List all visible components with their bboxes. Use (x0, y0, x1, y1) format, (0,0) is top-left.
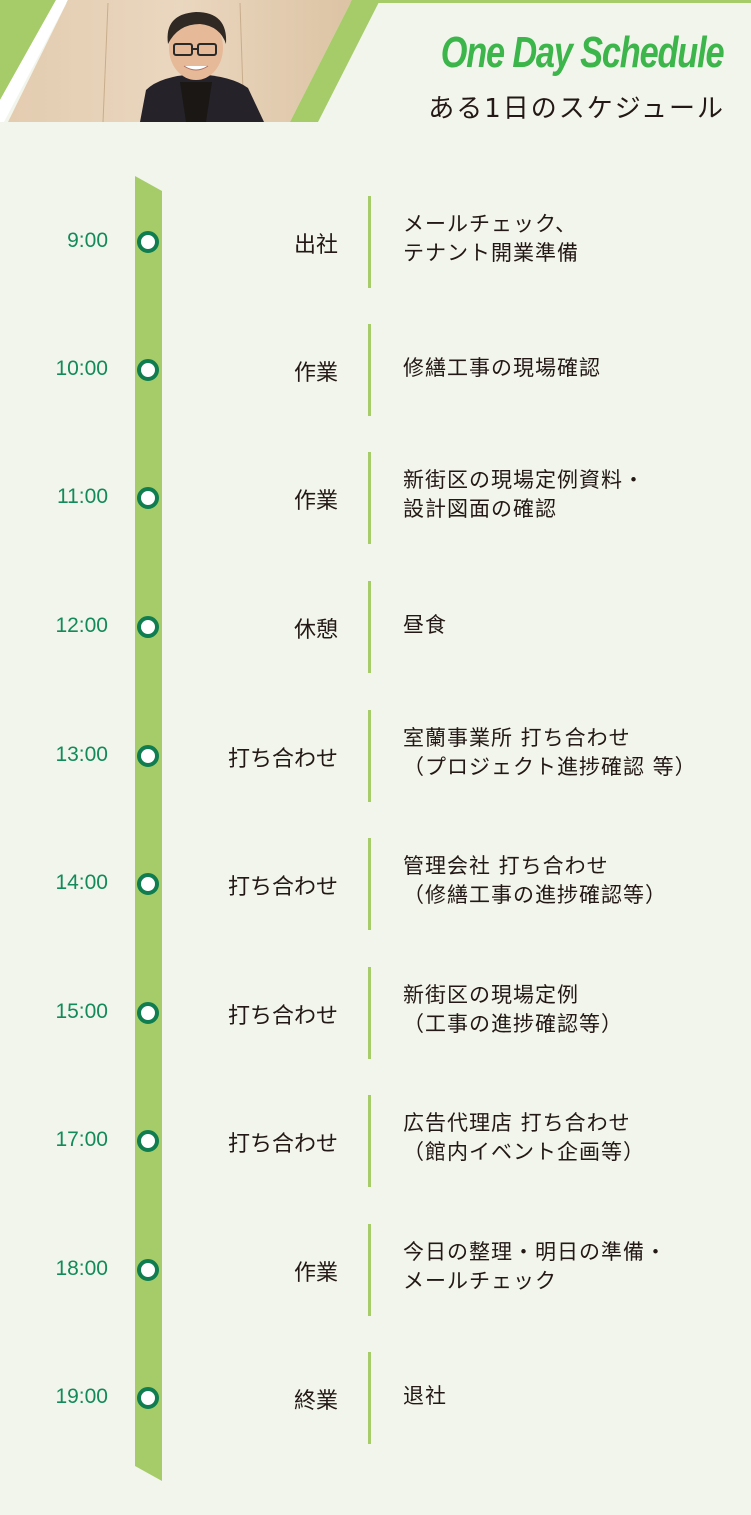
category-label: 出社 (293, 233, 338, 258)
divider (368, 967, 371, 1059)
description-line-2: テナント開業準備 (403, 241, 579, 265)
title-english: One Day Schedule (440, 28, 724, 77)
time-label: 17:00 (55, 1128, 108, 1151)
category-label: 打ち合わせ (227, 875, 338, 900)
divider (368, 324, 371, 416)
description-line-1: 新街区の現場定例資料・ (403, 468, 645, 492)
category-label: 作業 (293, 489, 338, 514)
time-label: 18:00 (55, 1257, 108, 1280)
timeline-dot-icon (137, 873, 159, 895)
divider (368, 196, 371, 288)
description: 広告代理店 打ち合わせ （館内イベント企画等） (403, 1109, 645, 1167)
category-label: 休憩 (293, 618, 338, 643)
description-line-2: 設計図面の確認 (403, 497, 557, 521)
description-line-1: 管理会社 打ち合わせ (403, 854, 609, 878)
description: 新街区の現場定例資料・ 設計図面の確認 (403, 466, 645, 524)
timeline-dot-icon (137, 487, 159, 509)
description-line-2: （工事の進捗確認等） (403, 1012, 623, 1036)
divider (368, 1224, 371, 1316)
timeline-dot-icon (137, 745, 159, 767)
time-label: 19:00 (55, 1385, 108, 1408)
time-label: 12:00 (55, 614, 108, 637)
category-label: 終業 (293, 1389, 338, 1414)
timeline-dot-icon (137, 359, 159, 381)
description: 新街区の現場定例 （工事の進捗確認等） (403, 981, 623, 1039)
person-photo (140, 12, 264, 122)
category-label: 作業 (293, 361, 338, 386)
divider (368, 1352, 371, 1444)
divider (368, 1095, 371, 1187)
category-label: 打ち合わせ (227, 747, 338, 772)
description-line-1: メールチェック、 (403, 212, 578, 236)
timeline-dot-icon (137, 616, 159, 638)
description-line-1: 退社 (403, 1384, 447, 1408)
description-line-1: 修繕工事の現場確認 (403, 356, 601, 380)
description: 昼食 (403, 611, 447, 640)
description-line-2: （修繕工事の進捗確認等） (403, 883, 667, 907)
time-label: 13:00 (55, 743, 108, 766)
timeline-dot-icon (137, 1387, 159, 1409)
description: 室蘭事業所 打ち合わせ （プロジェクト進捗確認 等） (403, 724, 697, 782)
description: 退社 (403, 1382, 447, 1411)
description-line-1: 今日の整理・明日の準備・ (403, 1240, 667, 1264)
description-line-1: 広告代理店 打ち合わせ (403, 1111, 631, 1135)
timeline-dot-icon (137, 1259, 159, 1281)
divider (368, 710, 371, 802)
category-label: 打ち合わせ (227, 1132, 338, 1157)
description-line-2: （プロジェクト進捗確認 等） (403, 755, 697, 779)
divider (368, 452, 371, 544)
timeline-dot-icon (137, 1002, 159, 1024)
header: One Day Schedule ある1日のスケジュール (0, 0, 751, 124)
description-line-1: 新街区の現場定例 (403, 983, 579, 1007)
divider (368, 581, 371, 673)
description-line-2: （館内イベント企画等） (403, 1140, 645, 1164)
header-graphic (0, 0, 751, 122)
category-label: 打ち合わせ (227, 1004, 338, 1029)
category-label: 作業 (293, 1261, 338, 1286)
time-label: 15:00 (55, 1000, 108, 1023)
description-line-1: 昼食 (403, 613, 447, 637)
description: 今日の整理・明日の準備・ メールチェック (403, 1238, 667, 1296)
timeline-dot-icon (137, 231, 159, 253)
time-label: 10:00 (55, 357, 108, 380)
description-line-1: 室蘭事業所 打ち合わせ (403, 726, 631, 750)
time-label: 9:00 (67, 229, 108, 252)
timeline-dot-icon (137, 1130, 159, 1152)
time-label: 11:00 (57, 485, 108, 508)
description-line-2: メールチェック (403, 1269, 557, 1293)
time-label: 14:00 (55, 871, 108, 894)
description: メールチェック、 テナント開業準備 (403, 210, 579, 268)
description: 管理会社 打ち合わせ （修繕工事の進捗確認等） (403, 852, 667, 910)
divider (368, 838, 371, 930)
description: 修繕工事の現場確認 (403, 354, 601, 383)
title-japanese: ある1日のスケジュール (428, 94, 725, 124)
